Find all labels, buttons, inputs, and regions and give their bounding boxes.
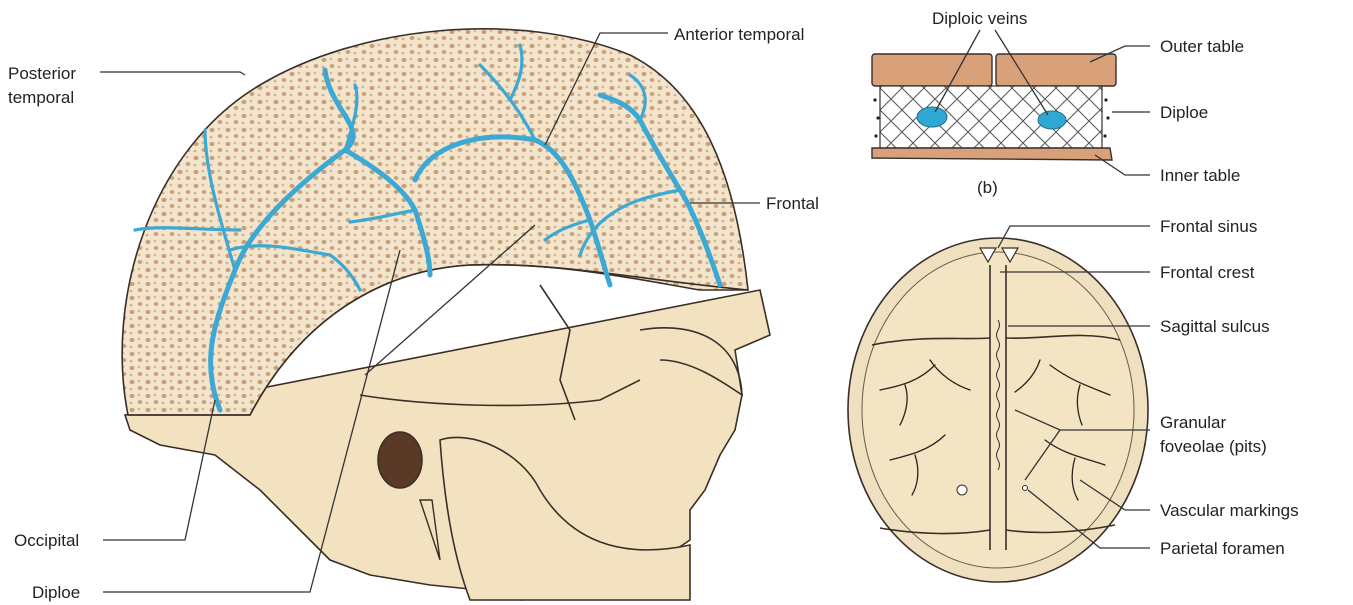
label-diploic-veins: Diploic veins: [932, 9, 1027, 28]
label-parietal-foramen: Parietal foramen: [1160, 539, 1285, 558]
lateral-skull: Posterior temporal Anterior temporal Fro…: [8, 25, 819, 602]
inner-table: [872, 148, 1112, 160]
label-diploe-section: Diploe: [1160, 103, 1208, 122]
label-sagittal-sulcus: Sagittal sulcus: [1160, 317, 1270, 336]
label-posterior-temporal-1: Posterior: [8, 64, 76, 83]
label-inner-table: Inner table: [1160, 166, 1240, 185]
leader-posterior-temporal: [100, 72, 245, 75]
label-occipital: Occipital: [14, 531, 79, 550]
ear-canal: [378, 432, 422, 488]
outer-table-left: [872, 54, 992, 86]
figure-b-label: (b): [977, 178, 998, 197]
label-frontal: Frontal: [766, 194, 819, 213]
label-frontal-crest: Frontal crest: [1160, 263, 1255, 282]
label-granular-1: Granular: [1160, 413, 1226, 432]
label-frontal-sinus: Frontal sinus: [1160, 217, 1257, 236]
diploic-vein-section-1: [917, 107, 947, 127]
label-granular-2: foveolae (pits): [1160, 437, 1267, 456]
label-posterior-temporal-2: temporal: [8, 88, 74, 107]
label-outer-table: Outer table: [1160, 37, 1244, 56]
skull-cap-interior: Frontal sinus Frontal crest Sagittal sul…: [848, 217, 1299, 582]
diploe-layer: [880, 86, 1102, 148]
label-diploe-main: Diploe: [32, 583, 80, 602]
label-anterior-temporal: Anterior temporal: [674, 25, 804, 44]
diploic-vein-section-2: [1038, 111, 1066, 129]
parietal-foramen-dot: [1023, 486, 1028, 491]
bone-cross-section: Diploic veins Outer table Diploe Inner t…: [872, 9, 1244, 197]
label-vascular-markings: Vascular markings: [1160, 501, 1299, 520]
granular-pit-1: [957, 485, 967, 495]
